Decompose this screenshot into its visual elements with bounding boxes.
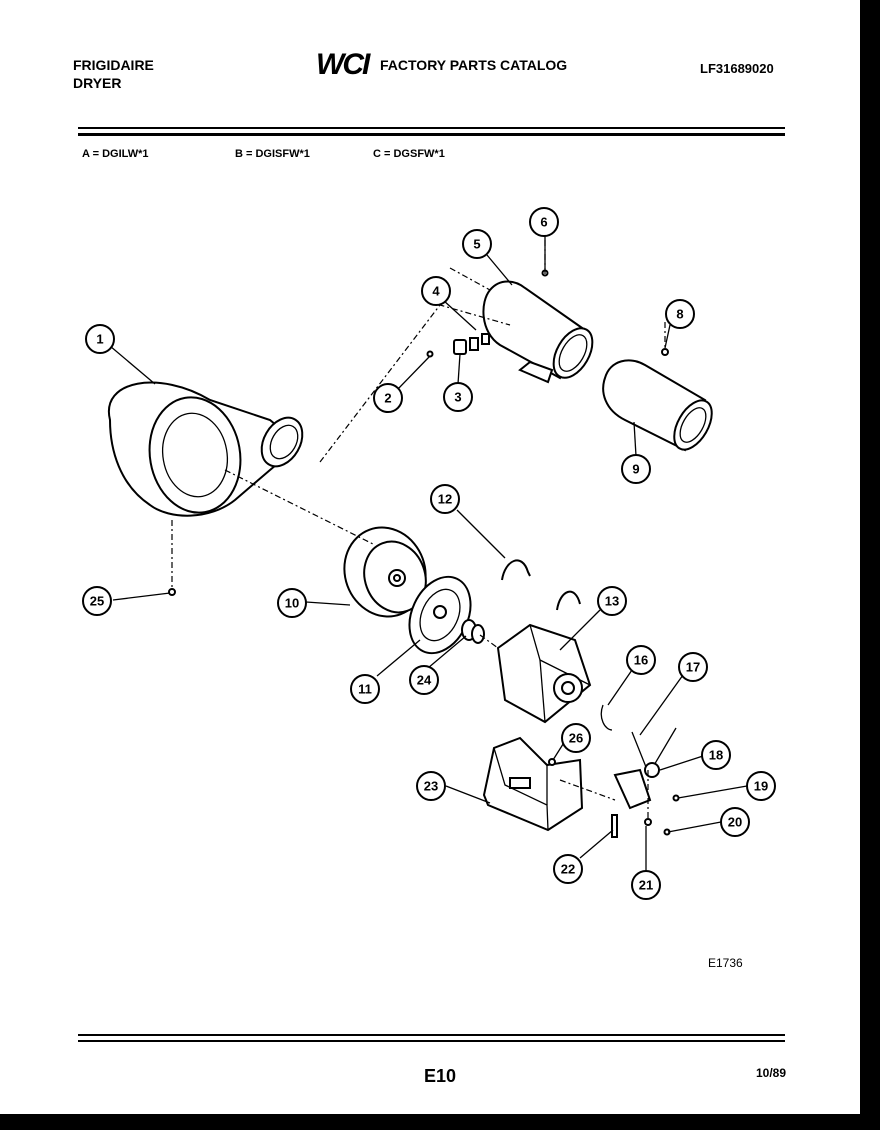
product-type: DRYER — [73, 75, 122, 91]
callout-19: 19 — [746, 771, 776, 801]
logo-text: WCI — [316, 48, 371, 79]
svg-text:16: 16 — [634, 653, 648, 668]
page-code: E10 — [424, 1066, 457, 1086]
assembly-lines — [171, 240, 666, 820]
callout-24: 24 — [409, 665, 439, 695]
header-rule-top — [78, 127, 785, 129]
svg-text:11: 11 — [358, 682, 372, 697]
svg-text:2: 2 — [384, 391, 391, 406]
motor-mount — [482, 736, 584, 832]
callout-21: 21 — [631, 870, 661, 900]
brand-name: FRIGIDAIRE — [73, 57, 154, 73]
svg-text:18: 18 — [709, 748, 723, 763]
svg-text:22: 22 — [561, 862, 575, 877]
callout-26: 26 — [561, 723, 591, 753]
callout-22: 22 — [553, 854, 583, 884]
svg-text:12: 12 — [438, 492, 452, 507]
svg-text:20: 20 — [728, 815, 742, 830]
callout-20: 20 — [720, 807, 750, 837]
svg-text:3: 3 — [454, 390, 461, 405]
blower-wheel — [343, 526, 427, 618]
model-code-a: A = DGILW*1 — [82, 148, 149, 160]
callout-16: 16 — [626, 645, 656, 675]
callout-10: 10 — [277, 588, 307, 618]
svg-text:24: 24 — [417, 673, 432, 688]
callout-18: 18 — [701, 740, 731, 770]
chamber-bracket — [518, 360, 554, 384]
svg-text:13: 13 — [605, 594, 619, 609]
part-number: LF31689020 — [700, 61, 774, 76]
brand-block: FRIGIDAIRE DRYER — [73, 56, 154, 92]
combustion-chamber — [482, 280, 594, 384]
svg-text:25: 25 — [90, 594, 104, 609]
callout-3: 3 — [443, 382, 473, 412]
svg-text:5: 5 — [473, 237, 480, 252]
callout-11: 11 — [350, 674, 380, 704]
callout-25: 25 — [82, 586, 112, 616]
motor-clamps — [501, 559, 581, 611]
svg-text:23: 23 — [424, 779, 438, 794]
callout-9: 9 — [621, 454, 651, 484]
seal-plate — [408, 575, 485, 655]
svg-text:1: 1 — [96, 332, 103, 347]
svg-text:10: 10 — [285, 596, 299, 611]
drive-motor — [496, 623, 592, 724]
svg-text:8: 8 — [676, 307, 683, 322]
svg-text:21: 21 — [639, 878, 653, 893]
model-code-c: C = DGSFW*1 — [373, 148, 445, 160]
header-rule-bottom — [78, 133, 785, 136]
svg-text:4: 4 — [432, 284, 440, 299]
callout-2: 2 — [373, 383, 403, 413]
model-code-b: B = DGISFW*1 — [235, 148, 310, 160]
footer-rule-top — [78, 1034, 785, 1036]
callout-17: 17 — [678, 652, 708, 682]
catalog-sheet — [0, 0, 860, 1114]
svg-text:6: 6 — [540, 215, 547, 230]
leader-lines — [109, 234, 748, 871]
idler-assembly — [600, 704, 680, 838]
callout-13: 13 — [597, 586, 627, 616]
revision-date: 10/89 — [756, 1066, 787, 1080]
callout-8: 8 — [665, 299, 695, 329]
svg-text:26: 26 — [569, 731, 583, 746]
figure-code: E1736 — [708, 956, 743, 970]
callout-1: 1 — [85, 324, 115, 354]
callout-6: 6 — [529, 207, 559, 237]
footer-rule-bottom — [78, 1040, 785, 1042]
callout-4: 4 — [421, 276, 451, 306]
catalog-title: FACTORY PARTS CATALOG — [380, 57, 568, 73]
svg-text:19: 19 — [754, 779, 768, 794]
screw-25 — [168, 588, 176, 596]
blower-housing — [107, 381, 304, 517]
heat-shield — [602, 359, 713, 452]
callout-5: 5 — [462, 229, 492, 259]
wci-logo: WCI — [316, 48, 373, 79]
callout-12: 12 — [430, 484, 460, 514]
svg-text:17: 17 — [686, 660, 700, 675]
svg-text:9: 9 — [632, 462, 639, 477]
callout-23: 23 — [416, 771, 446, 801]
